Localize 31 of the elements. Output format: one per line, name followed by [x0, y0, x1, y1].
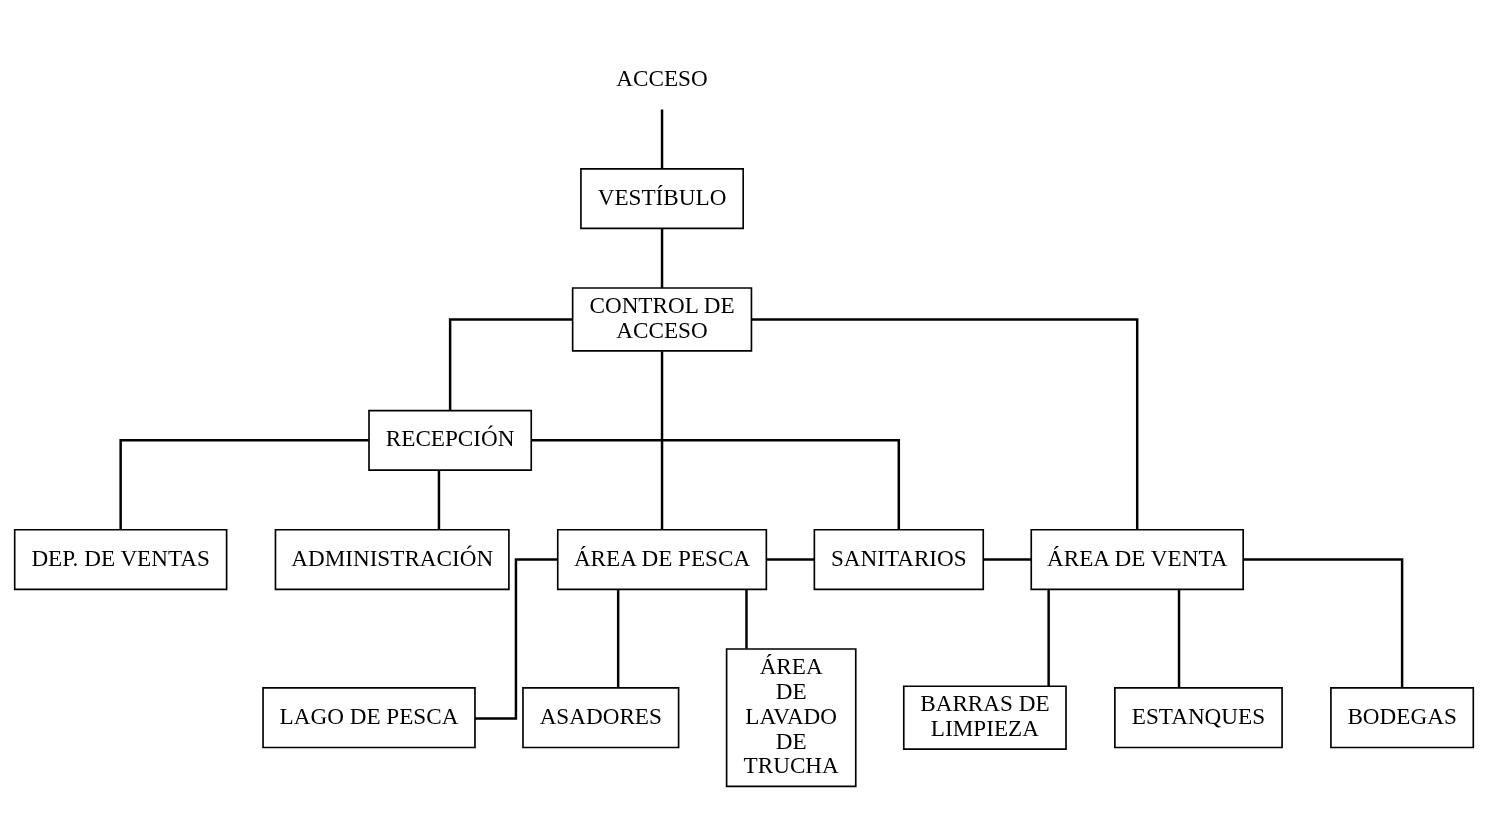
- connector: [437, 469, 441, 529]
- node-box: CONTROL DE ACCESO: [571, 286, 753, 352]
- connector: [1047, 589, 1050, 686]
- connector: [983, 557, 1032, 561]
- connector: [1177, 589, 1181, 688]
- node-box: RECEPCIÓN: [368, 409, 533, 471]
- node-box: ESTANQUES: [1114, 686, 1283, 748]
- connector: [119, 438, 369, 529]
- node-box: ÁREA DE PESCA: [556, 528, 768, 590]
- connector: [660, 350, 664, 529]
- connector: [448, 317, 573, 410]
- node-box: SANITARIOS: [813, 528, 985, 590]
- node-box: LAGO DE PESCA: [262, 686, 476, 748]
- connector: [475, 557, 558, 720]
- connector: [1243, 557, 1404, 687]
- node-box: ASADORES: [522, 686, 680, 748]
- connector: [531, 438, 901, 529]
- node-box: VESTÍBULO: [580, 167, 744, 229]
- node-box: DEP. DE VENTAS: [13, 528, 228, 590]
- node-box: BARRAS DE LIMPIEZA: [902, 684, 1067, 750]
- node-box: BODEGAS: [1330, 686, 1475, 748]
- node-box: ADMINISTRACIÓN: [274, 528, 510, 590]
- node-box: ÁREA DE VENTA: [1030, 528, 1244, 590]
- connector: [745, 589, 748, 649]
- node-text: ACCESO: [616, 64, 708, 91]
- connector: [660, 228, 664, 288]
- connector: [752, 317, 1139, 530]
- connector: [766, 557, 814, 561]
- node-box: ÁREA DE LAVADO DE TRUCHA: [725, 647, 857, 787]
- connector: [616, 589, 620, 688]
- connector: [660, 109, 664, 168]
